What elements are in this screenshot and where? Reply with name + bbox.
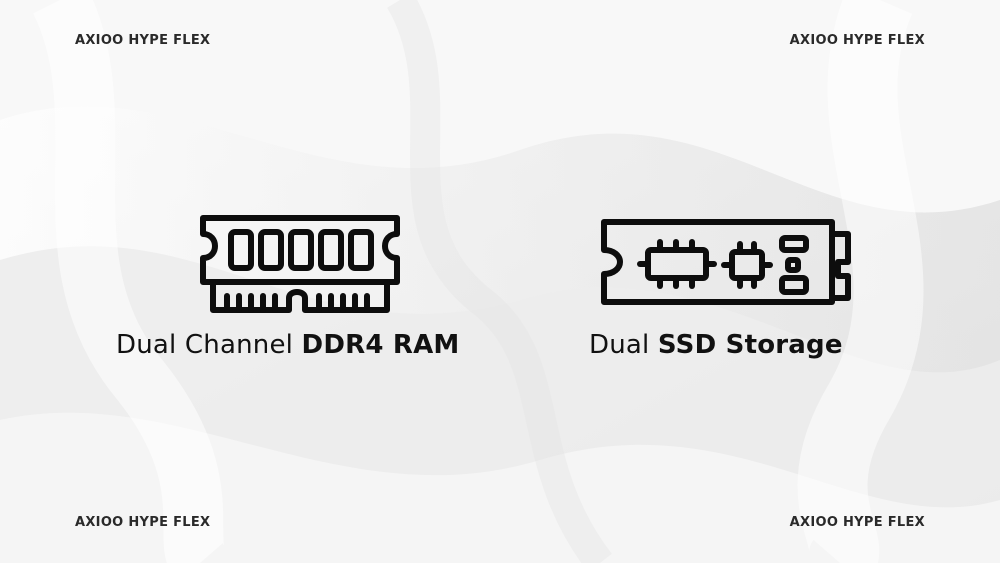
ram-feature-label: Dual Channel DDR4 RAM: [116, 330, 459, 360]
ssd-m2-icon: [601, 219, 851, 305]
ram-label-regular: Dual Channel: [116, 330, 302, 360]
ssd-feature-label: Dual SSD Storage: [589, 330, 843, 360]
brand-label-bottom-right: AXIOO HYPE FLEX: [789, 515, 925, 530]
brand-label-top-left: AXIOO HYPE FLEX: [75, 33, 211, 48]
ram-label-bold: DDR4 RAM: [301, 330, 460, 360]
brand-label-top-right: AXIOO HYPE FLEX: [789, 33, 925, 48]
ssd-label-bold: SSD Storage: [657, 330, 843, 360]
ram-module-icon: [200, 215, 400, 313]
ssd-label-regular: Dual: [589, 330, 658, 360]
brand-label-bottom-left: AXIOO HYPE FLEX: [75, 515, 211, 530]
